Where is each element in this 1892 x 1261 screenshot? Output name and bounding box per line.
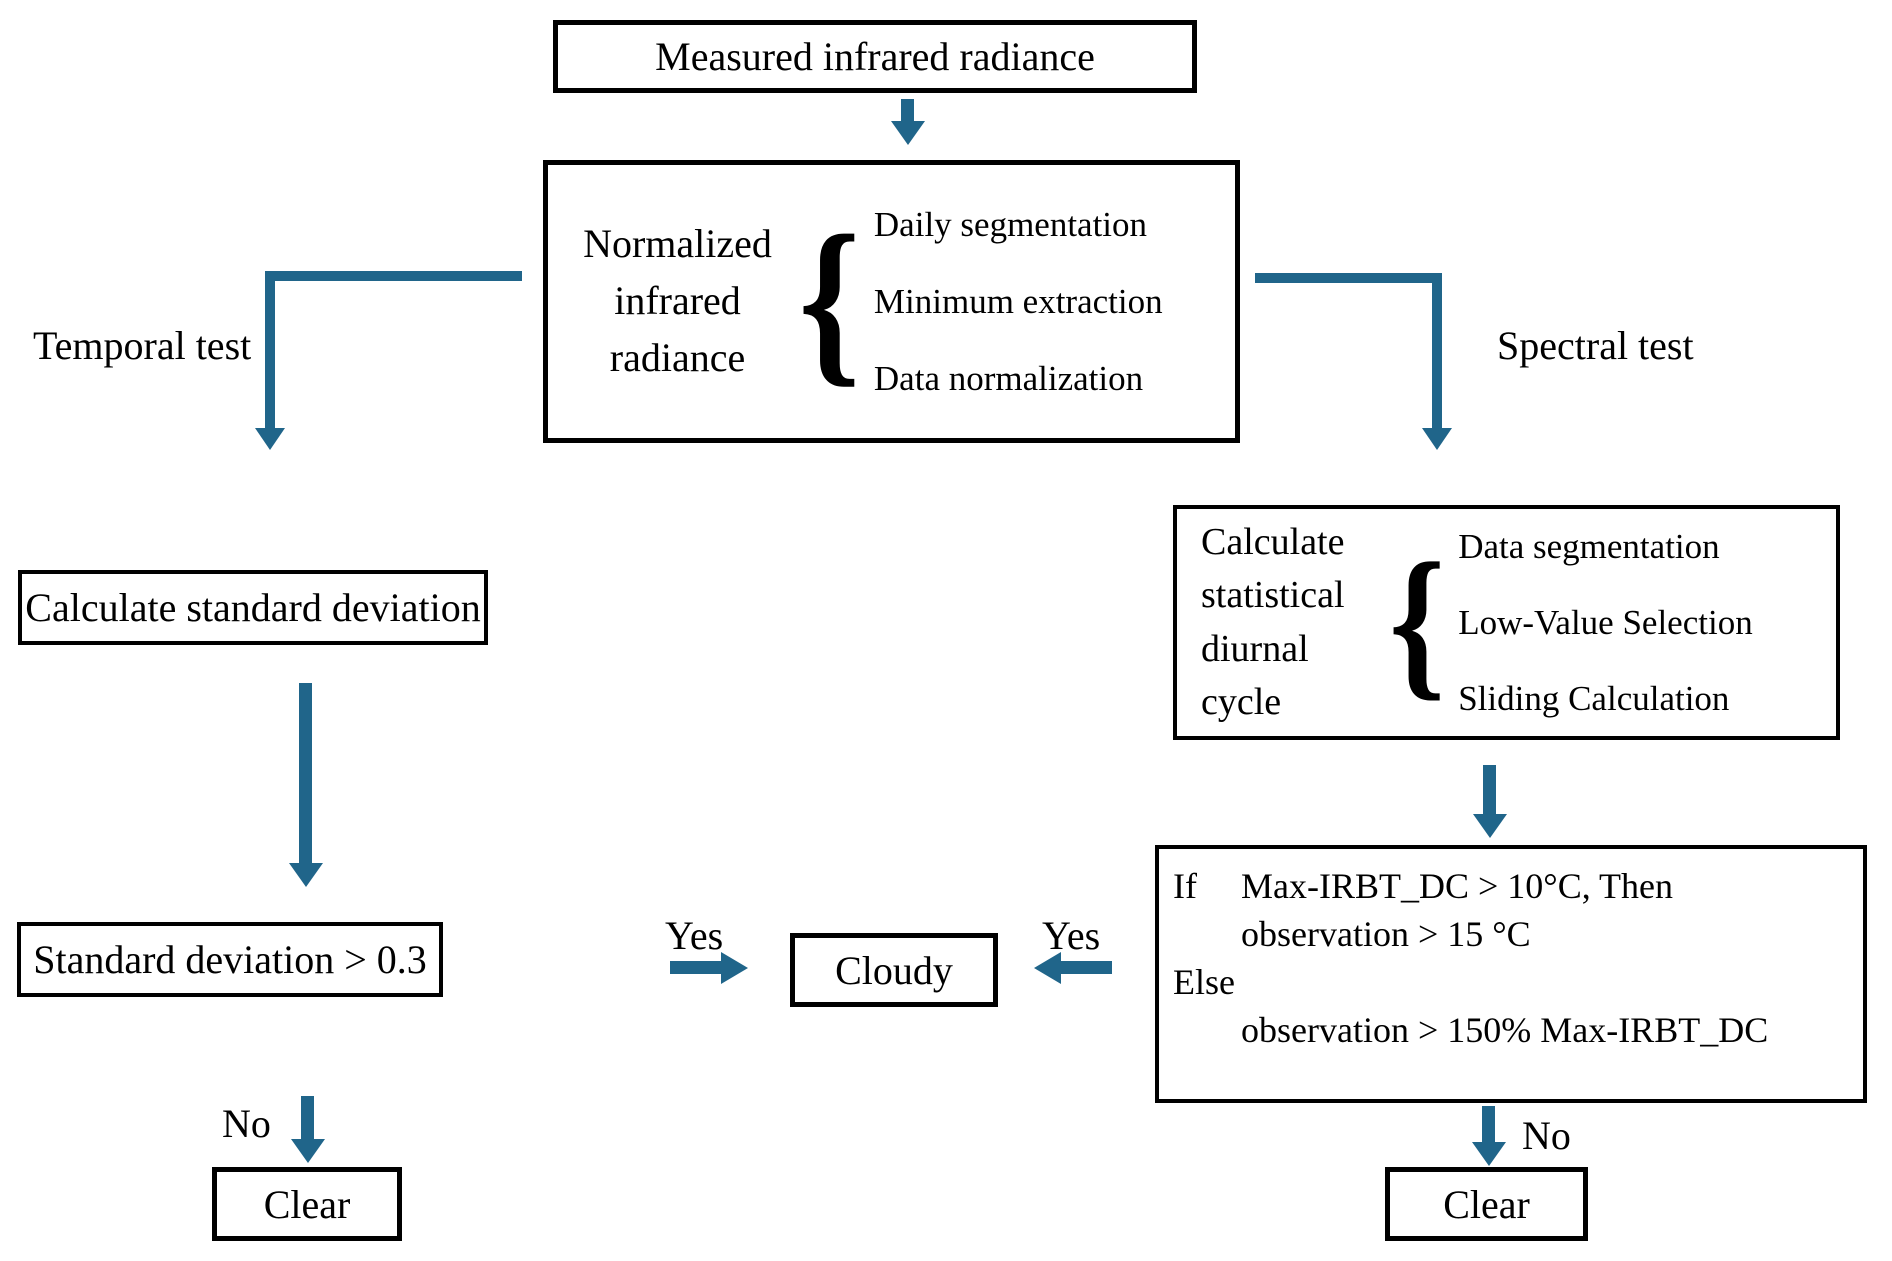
node-calculate-standard-deviation: Calculate standard deviation (18, 570, 488, 645)
node-clear-left: Clear (212, 1167, 402, 1241)
node-cloudy: Cloudy (790, 933, 998, 1007)
arrow-calcstd-to-stdtest-icon (299, 683, 312, 863)
diurnal-steps-list: Data segmentation Low-Value Selection Sl… (1458, 527, 1753, 719)
node-normalized-infrared-radiance: Normalized infrared radiance { Daily seg… (543, 160, 1240, 443)
arrow-no-right-icon (1482, 1106, 1495, 1142)
label-spectral-test: Spectral test (1497, 323, 1694, 368)
list-item: Sliding Calculation (1458, 678, 1730, 718)
diurnal-label-line3: diurnal (1201, 627, 1309, 670)
list-item: Data normalization (873, 358, 1144, 398)
ifelse-line-4: observation > 150% Max-IRBT_DC (1241, 1009, 1769, 1050)
ifelse-line-1: If Max-IRBT_DC > 10°C, Then (1173, 863, 1863, 911)
node-label: Calculate standard deviation (25, 585, 481, 630)
arrow-spectral-down-icon (1432, 273, 1442, 428)
connector-spectral-hline (1255, 273, 1442, 283)
arrow-no-left-icon (301, 1096, 314, 1139)
normalized-label-line2: infrared (614, 278, 741, 324)
normalized-content: Normalized infrared radiance { Daily seg… (570, 205, 1163, 399)
node-measured-infrared-radiance: Measured infrared radiance (553, 20, 1197, 93)
label-yes-right: Yes (1042, 913, 1101, 958)
diurnal-label-line4: cycle (1201, 680, 1282, 723)
label-temporal-test: Temporal test (33, 323, 252, 368)
node-ifelse-test: If Max-IRBT_DC > 10°C, Then observation … (1155, 845, 1867, 1103)
node-label: Standard deviation > 0.3 (33, 937, 427, 982)
label-yes-left: Yes (665, 913, 724, 958)
normalized-label-line1: Normalized (583, 221, 772, 267)
if-keyword: If (1173, 866, 1197, 906)
list-item: Data segmentation (1458, 526, 1720, 566)
list-item: Low-Value Selection (1458, 602, 1753, 642)
node-statistical-diurnal-cycle: Calculate statistical diurnal cycle { Da… (1173, 505, 1840, 740)
normalized-label-line3: radiance (609, 334, 746, 380)
label-no-right: No (1522, 1113, 1571, 1158)
arrow-temporal-down-icon (265, 271, 275, 428)
arrow-yes-left-icon (670, 961, 721, 974)
brace-icon: { (1388, 528, 1446, 715)
ifelse-content: If Max-IRBT_DC > 10°C, Then observation … (1159, 849, 1863, 1055)
node-std-deviation-test: Standard deviation > 0.3 (17, 922, 443, 997)
node-clear-right: Clear (1385, 1167, 1588, 1241)
normalized-label: Normalized infrared radiance (570, 216, 785, 386)
diurnal-label-line2: statistical (1201, 574, 1345, 617)
node-label: Measured infrared radiance (655, 34, 1095, 79)
normalized-steps-list: Daily segmentation Minimum extraction Da… (874, 205, 1163, 399)
list-item: Daily segmentation (873, 204, 1148, 244)
connector-temporal-hline (265, 271, 522, 281)
arrow-measured-to-normalized-icon (901, 99, 914, 121)
diurnal-label: Calculate statistical diurnal cycle (1201, 516, 1376, 729)
node-label: Clear (263, 1181, 351, 1227)
ifelse-line-2: observation > 15 °C (1241, 913, 1531, 954)
list-item: Minimum extraction (873, 281, 1163, 321)
node-label: Clear (1443, 1181, 1530, 1227)
brace-icon: { (798, 198, 861, 404)
ifelse-line-3: Else (1173, 961, 1235, 1002)
label-no-left: No (222, 1101, 271, 1146)
arrow-diurnal-to-ifelse-icon (1483, 765, 1496, 814)
arrow-yes-right-icon (1061, 961, 1112, 974)
diurnal-label-line1: Calculate (1201, 521, 1345, 564)
diurnal-content: Calculate statistical diurnal cycle { Da… (1201, 516, 1753, 729)
node-label: Cloudy (835, 947, 953, 993)
if-condition: Max-IRBT_DC > 10°C, Then (1241, 866, 1674, 906)
